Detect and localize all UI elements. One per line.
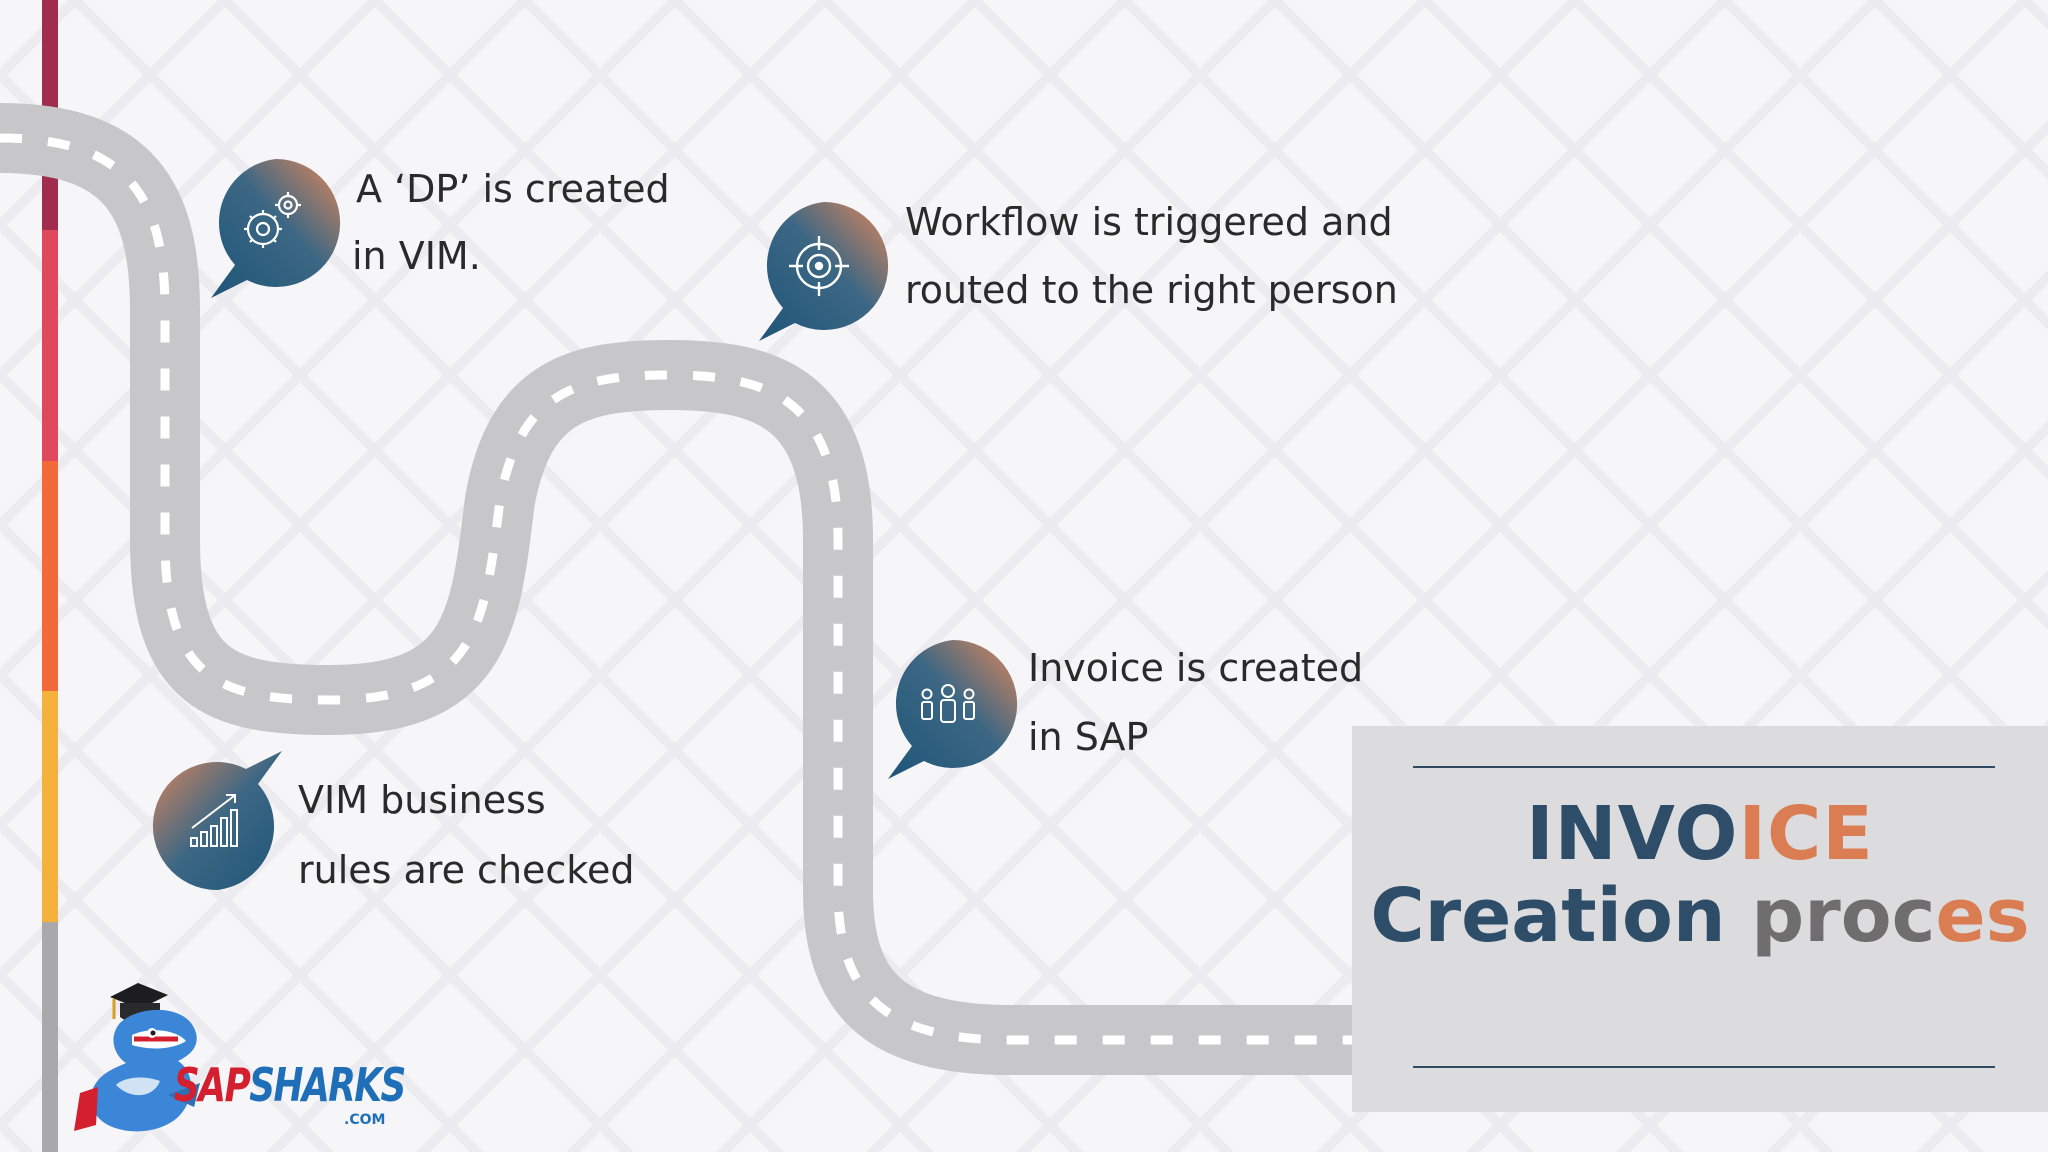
- step-line-1: Invoice is created: [1028, 646, 1364, 690]
- title-part: proc: [1751, 873, 1936, 959]
- logo-suffix: .COM: [344, 1112, 386, 1128]
- title-subheading: Creation proces: [1352, 866, 2048, 966]
- title-divider-bottom: [1413, 1066, 1995, 1068]
- people-icon: [921, 684, 975, 723]
- title-part: INVO: [1526, 791, 1739, 877]
- title-divider-top: [1413, 766, 1995, 768]
- title-part: es: [1935, 873, 2030, 959]
- color-bar-segment: [42, 691, 58, 922]
- gears-icon: [244, 192, 301, 248]
- title-part: Creation: [1370, 873, 1752, 959]
- color-bar-segment: [42, 230, 58, 461]
- title-heading: INVOICE: [1352, 784, 2048, 884]
- step-line-2: routed to the right person: [905, 268, 1398, 312]
- step-line-2: in VIM.: [352, 234, 481, 278]
- logo-brand-part: SAP: [174, 1058, 251, 1112]
- target-icon: [789, 236, 849, 296]
- step-line-2: rules are checked: [298, 848, 635, 892]
- step-line-1: VIM business: [298, 778, 546, 822]
- step-line-1: Workflow is triggered and: [905, 200, 1393, 244]
- color-bar-segment: [42, 460, 58, 692]
- step-line-1: A ‘DP’ is created: [356, 167, 670, 211]
- color-bar-segment: [42, 921, 58, 1152]
- shark-mascot-icon: [74, 983, 200, 1132]
- step-line-2: in SAP: [1028, 715, 1149, 759]
- step-bubble: [211, 158, 341, 298]
- title-part: ICE: [1738, 791, 1874, 877]
- logo-brand-part: SHARKS: [249, 1058, 406, 1112]
- title-panel: INVOICE Creation proces: [1352, 726, 2048, 1112]
- logo-brand: SAPSHARKS: [174, 1058, 406, 1112]
- step-bubble: [152, 751, 282, 891]
- step-bubble: [759, 201, 889, 341]
- step-bubble: [888, 639, 1018, 779]
- growth-chart-icon: [190, 794, 238, 847]
